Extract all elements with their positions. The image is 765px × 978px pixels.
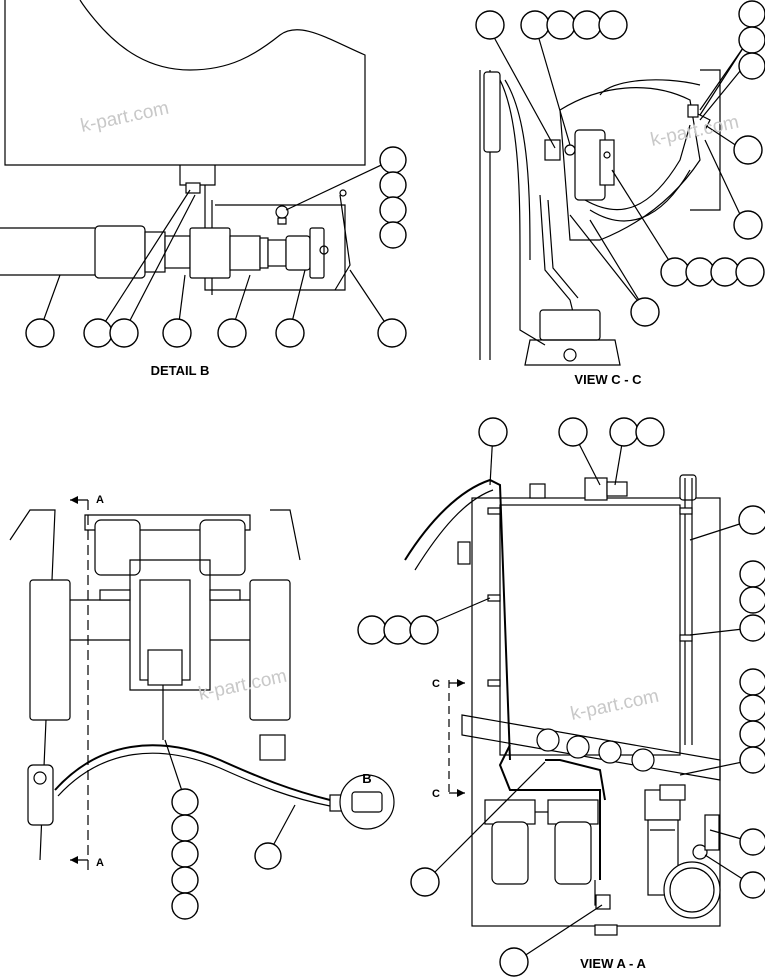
watermark-1: k-part.com	[79, 98, 171, 137]
view-aa-title: VIEW A - A	[580, 956, 646, 971]
detail-b-drawing	[0, 0, 407, 348]
detail-b-title: DETAIL B	[151, 363, 210, 378]
section-a-top-label: A	[96, 494, 104, 506]
section-c-top-label: C	[432, 678, 440, 690]
rear-view-drawing	[9, 496, 395, 920]
section-c-bottom-label: C	[432, 788, 440, 800]
section-a-bottom-label: A	[96, 857, 104, 869]
view-cc-title: VIEW C - C	[574, 372, 642, 387]
view-cc-drawing	[475, 0, 765, 366]
view-aa-drawing	[357, 417, 765, 977]
detail-b-callout-label: B	[362, 771, 371, 786]
